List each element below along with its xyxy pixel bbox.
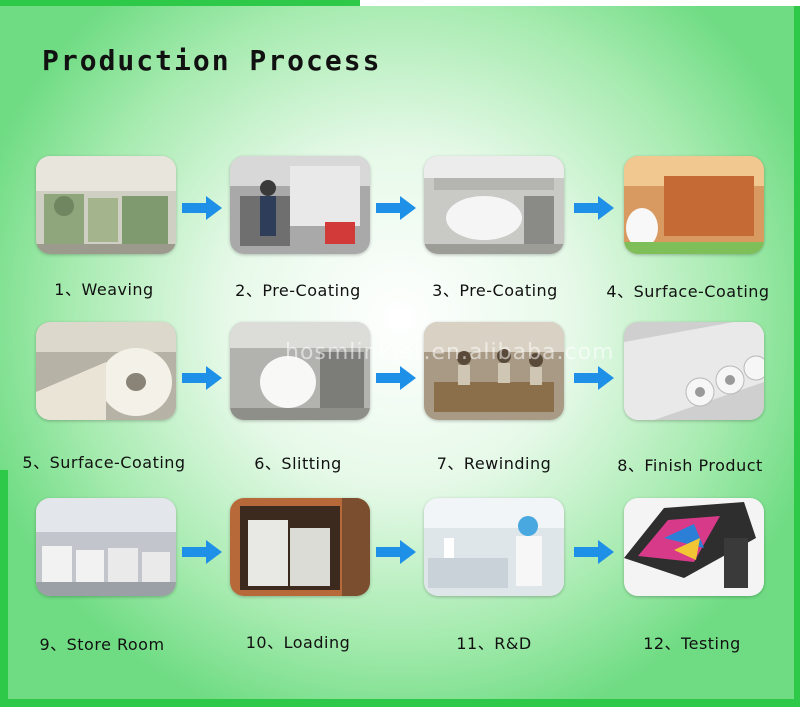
laboratory-icon — [424, 498, 564, 596]
paper-roll-icon — [36, 322, 176, 420]
slitting-machine-icon — [230, 322, 370, 420]
arrow-right-icon — [574, 540, 614, 564]
step-label-9: 9、Store Room — [39, 635, 165, 654]
step-label-11: 11、R&D — [456, 634, 532, 653]
bottom-border — [0, 699, 800, 707]
finished-rolls-icon — [624, 322, 764, 420]
arrow-right-icon — [182, 540, 222, 564]
coating-machine-icon — [230, 156, 370, 254]
rewinding-workers-icon — [424, 322, 564, 420]
step-label-3: 3、Pre-Coating — [432, 281, 558, 300]
warehouse-icon — [36, 498, 176, 596]
container-icon — [230, 498, 370, 596]
arrow-right-icon — [376, 366, 416, 390]
arrow-right-icon — [182, 196, 222, 220]
step-label-6: 6、Slitting — [254, 454, 342, 473]
step-label-8: 8、Finish Product — [617, 456, 763, 475]
step-label-5: 5、Surface-Coating — [22, 453, 186, 472]
factory-line-icon — [624, 156, 764, 254]
step-label-1: 1、Weaving — [54, 280, 154, 299]
page-title: Production Process — [42, 44, 382, 77]
arrow-right-icon — [182, 366, 222, 390]
coating-roll-icon — [424, 156, 564, 254]
step-label-4: 4、Surface-Coating — [606, 282, 770, 301]
right-border — [794, 6, 800, 707]
arrow-right-icon — [376, 540, 416, 564]
watermark-text: hosmlinkjet.en.alibaba.com — [285, 340, 615, 365]
printer-icon — [624, 498, 764, 596]
top-border-highlight — [360, 0, 800, 6]
left-border — [0, 470, 8, 707]
arrow-right-icon — [574, 366, 614, 390]
step-label-7: 7、Rewinding — [436, 454, 552, 473]
arrow-right-icon — [574, 196, 614, 220]
step-label-2: 2、Pre-Coating — [235, 281, 361, 300]
step-label-10: 10、Loading — [245, 633, 351, 652]
weaving-machine-icon — [36, 156, 176, 254]
step-label-12: 12、Testing — [643, 634, 741, 653]
arrow-right-icon — [376, 196, 416, 220]
